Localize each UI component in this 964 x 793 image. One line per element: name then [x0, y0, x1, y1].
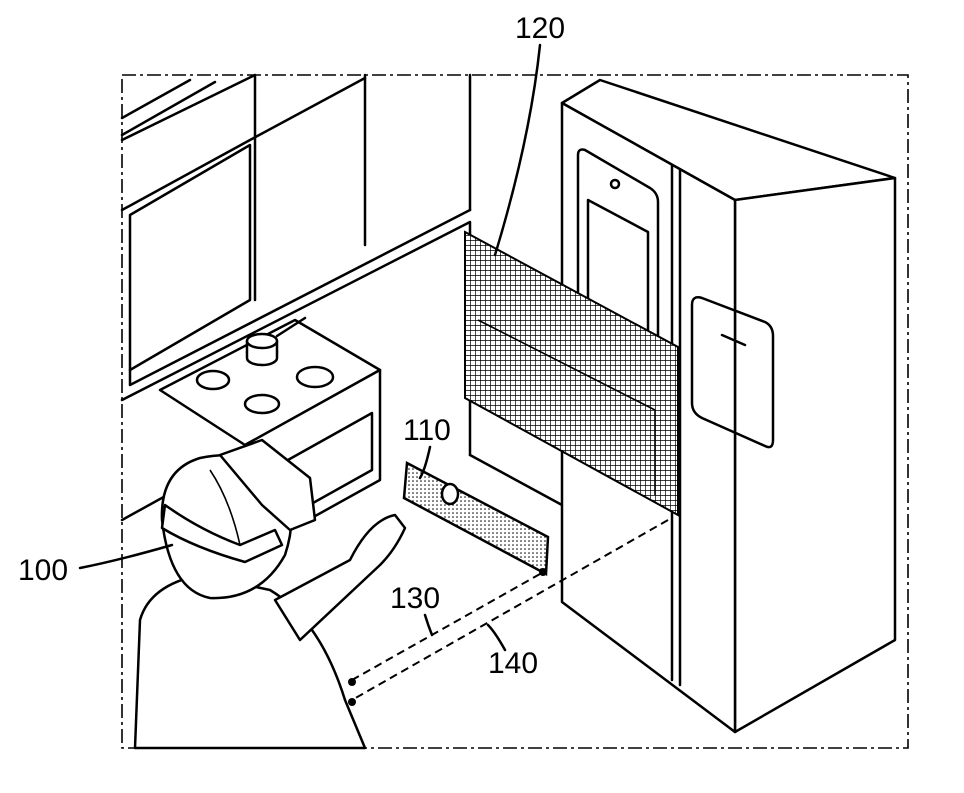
- label-110: 110: [403, 414, 451, 447]
- virtual-screen: [464, 230, 679, 517]
- figure-frame: [121, 74, 909, 749]
- distance-lines: [348, 519, 669, 706]
- leader-130: [423, 613, 434, 637]
- leader-120: [493, 43, 542, 257]
- wall-cabinets: [120, 73, 472, 387]
- label-120: 120: [515, 12, 565, 45]
- leader-100: [78, 543, 174, 570]
- leader-110: [418, 445, 432, 480]
- user: [133, 438, 407, 750]
- interaction-device: [402, 461, 550, 577]
- leader-140: [486, 623, 507, 652]
- label-100: 100: [18, 554, 68, 587]
- label-130: 130: [390, 582, 440, 615]
- floor-edge: [468, 453, 564, 507]
- label-140: 140: [488, 647, 538, 680]
